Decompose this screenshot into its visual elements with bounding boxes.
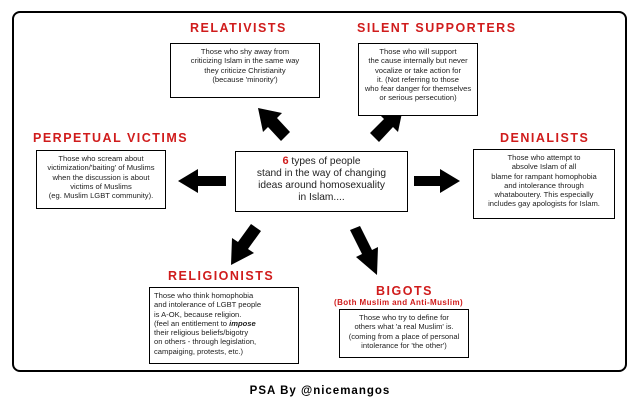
religionists-emphasis: impose	[229, 318, 256, 328]
arrow-to-denialists	[414, 169, 460, 193]
silent-supporters-line: the cause internally but never	[368, 56, 468, 66]
bigots-line: others what 'a real Muslim' is.	[354, 322, 454, 332]
perpetual-victims-line: victims of Muslims	[70, 181, 132, 191]
denialists-line: absolve Islam of all	[511, 162, 577, 172]
religionists-line-4-pre: (feel an entitlement to	[154, 318, 230, 328]
relativists-box: Those who shy away from criticizing Isla…	[170, 43, 320, 98]
arrow-to-bigots	[350, 226, 378, 275]
denialists-line: whataboutery. This especially	[494, 190, 594, 199]
silent-supporters-line: or serious persecution)	[379, 93, 457, 103]
footer-credit: PSA By @nicemangos	[249, 385, 391, 397]
silent-supporters-line: Those who will support	[379, 47, 457, 56]
religionists-line: is A-OK, because religion.	[154, 309, 242, 319]
perpetual-victims-line: victimization/'baiting' of Muslims	[47, 163, 155, 173]
relativists-line: they criticize Christianity	[204, 65, 286, 75]
silent-supporters-box: Those who will support the cause interna…	[358, 43, 478, 116]
silent-supporters-line: it. (Not referring to those	[377, 74, 459, 84]
center-number: 6	[282, 155, 289, 167]
religionists-line: (feel an entitlement to impose	[154, 319, 294, 328]
religionists-line: campaiging, protests, etc.)	[154, 346, 244, 356]
relativists-title: RELATIVISTS	[190, 21, 287, 35]
bigots-line: Those who try to define for	[359, 313, 449, 322]
denialists-line: Those who attempt to	[507, 153, 581, 162]
perpetual-victims-line: (eg. Muslim LGBT community).	[48, 191, 154, 200]
religionists-line: their religious beliefs/bigotry	[154, 328, 249, 337]
denialists-title: DENIALISTS	[500, 131, 590, 145]
religionists-title: RELIGIONISTS	[168, 269, 275, 283]
center-line-3: ideas around homosexuality	[258, 180, 385, 192]
religionists-box: Those who think homophobia and intoleran…	[149, 287, 299, 364]
relativists-line: criticizing Islam in the same way	[190, 56, 300, 66]
center-line-2: stand in the way of changing	[256, 168, 387, 180]
denialists-line: and intolerance through	[504, 180, 584, 190]
perpetual-victims-title: PERPETUAL VICTIMS	[33, 131, 189, 145]
denialists-box: Those who attempt to absolve Islam of al…	[473, 149, 615, 219]
perpetual-victims-line: Those who scream about	[58, 154, 144, 163]
arrow-to-perpetual-victims	[178, 169, 226, 193]
denialists-line: includes gay apologists for Islam.	[488, 199, 600, 209]
center-line-4: in Islam....	[298, 192, 345, 204]
perpetual-victims-line: when the discussion is about	[52, 172, 150, 182]
bigots-subtitle: (Both Muslim and Anti-Muslim)	[334, 298, 464, 307]
center-line-1-rest: types of people	[288, 156, 361, 167]
religionists-line: Those who think homophobia	[154, 291, 254, 300]
center-box: 6 types of people stand in the way of ch…	[235, 151, 408, 212]
bigots-box: Those who try to define for others what …	[339, 309, 469, 358]
bigots-line: intolerance for 'the other')	[361, 340, 447, 350]
perpetual-victims-box: Those who scream about victimization/'ba…	[36, 150, 166, 209]
diagram-frame	[12, 11, 627, 372]
relativists-line: Those who shy away from	[200, 47, 290, 56]
relativists-line: (because 'minority')	[212, 74, 278, 84]
arrow-to-silent-supporters	[370, 108, 403, 142]
religionists-line: on others - through legislation,	[154, 337, 257, 347]
arrow-to-religionists	[231, 224, 261, 265]
arrow-to-relativists	[258, 108, 290, 141]
silent-supporters-line: vocalize or take action for	[374, 65, 462, 75]
silent-supporters-line: who fear danger for themselves	[364, 84, 472, 93]
silent-supporters-title: SILENT SUPPORTERS	[357, 21, 517, 35]
religionists-line: and intolerance of LGBT people	[154, 300, 262, 310]
center-line-1: 6 types of people	[282, 155, 361, 167]
bigots-line: (coming from a place of personal	[348, 331, 460, 341]
bigots-title: BIGOTS	[376, 284, 433, 298]
denialists-line: blame for rampant homophobia	[491, 171, 597, 181]
